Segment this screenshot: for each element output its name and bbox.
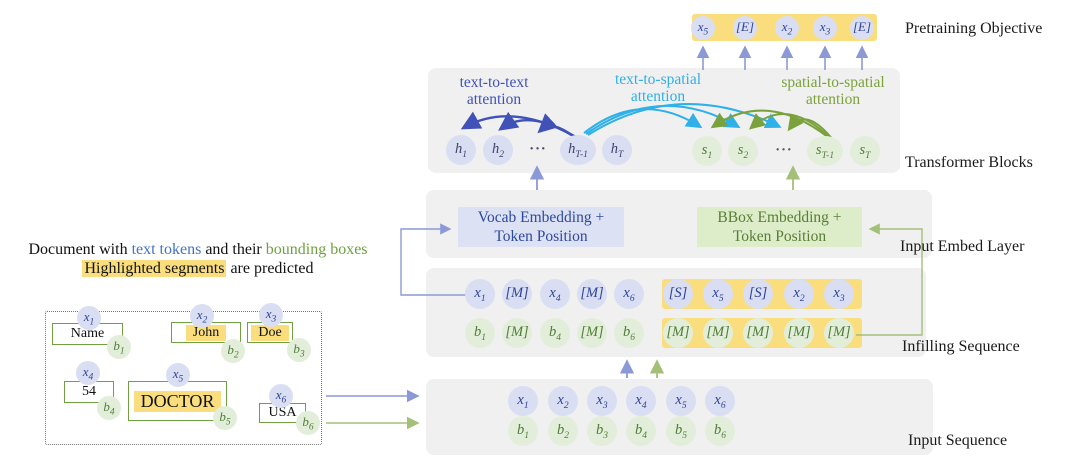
infilling-sequence-label: Infilling Sequence (902, 338, 1020, 355)
doc-field-john: John (171, 322, 241, 343)
spatial-state-token: sT (850, 136, 880, 166)
b-badge: b5 (213, 406, 237, 430)
spatial-state-token: s2 (728, 136, 758, 166)
figure-caption: Document with text tokens and their boun… (8, 240, 388, 278)
infilling-text-token-highlighted: [S] (743, 279, 773, 309)
input-x-token: x3 (587, 386, 617, 416)
bounding-boxes-phrase: bounding boxes (265, 241, 368, 258)
hidden-state-token: h1 (446, 135, 476, 165)
input-x-token: x5 (666, 386, 696, 416)
spatial-state-token: s1 (692, 136, 722, 166)
infilling-text-token: x1 (465, 279, 495, 309)
infilling-text-token: x4 (540, 279, 570, 309)
b-badge: b1 (107, 335, 131, 359)
infilling-text-token-highlighted: x3 (824, 279, 854, 309)
ellipsis: ··· (775, 141, 793, 158)
pretraining-token: x2 (775, 16, 799, 40)
bbox-embedding-box: BBox Embedding +Token Position (697, 207, 862, 247)
infilling-text-token-highlighted: x2 (784, 279, 814, 309)
pretraining-token: x3 (813, 16, 837, 40)
infilling-bbox-token-highlighted: [M] (784, 318, 814, 348)
infilling-text-token: [M] (577, 279, 607, 309)
input-sequence-label: Input Sequence (908, 432, 1008, 449)
transformer-blocks-label: Transformer Blocks (905, 154, 1033, 171)
infilling-bbox-token: b1 (465, 318, 495, 348)
input-b-token: b5 (666, 416, 696, 446)
infilling-bbox-token-highlighted: [M] (824, 318, 854, 348)
caption-line-2: Highlighted segments are predicted (82, 260, 314, 277)
caption-line-1: Document with text tokens and their boun… (28, 241, 368, 258)
x-badge: x6 (269, 384, 293, 408)
infilling-bbox-token-highlighted: [M] (703, 318, 733, 348)
text-tokens-phrase: text tokens (131, 241, 202, 258)
document-to-input-arrows (326, 389, 420, 430)
x-badge: x3 (259, 303, 283, 327)
input-b-token: b6 (705, 416, 735, 446)
input-x-token: x1 (508, 386, 538, 416)
input-b-token: b3 (587, 416, 617, 446)
infilling-bbox-token-highlighted: [M] (743, 318, 773, 348)
b-badge: b6 (296, 411, 320, 435)
input-x-token: x2 (548, 386, 578, 416)
pretraining-output-arrows (696, 45, 869, 70)
pretraining-token: x5 (691, 16, 715, 40)
input-to-infilling-arrows (619, 359, 665, 378)
hidden-state-token: hT (602, 135, 632, 165)
x-badge: x4 (76, 361, 100, 385)
vocab-embedding-box: Vocab Embedding +Token Position (458, 207, 624, 247)
input-x-token: x4 (626, 386, 656, 416)
infilling-text-token: [M] (502, 279, 532, 309)
b-badge: b4 (97, 396, 121, 420)
spatial-state-token: sT-1 (807, 136, 843, 166)
infilling-bbox-token: [M] (577, 318, 607, 348)
infilling-bbox-token-highlighted: [M] (663, 318, 693, 348)
input-b-token: b4 (626, 416, 656, 446)
b-badge: b2 (221, 339, 245, 363)
ellipsis: ··· (529, 140, 547, 157)
infilling-bbox-token: b6 (614, 318, 644, 348)
hidden-state-token: hT-1 (560, 135, 596, 165)
x-badge: x1 (77, 306, 101, 330)
hidden-state-token: h2 (483, 135, 513, 165)
pretraining-objective-label: Pretraining Objective (905, 20, 1043, 37)
pretraining-token: [E] (850, 16, 874, 40)
x-badge: x5 (166, 363, 190, 387)
document-example-box (45, 311, 322, 445)
infilling-text-token: x6 (614, 279, 644, 309)
input-x-token: x6 (705, 386, 735, 416)
b-badge: b3 (287, 338, 311, 362)
infilling-text-token-highlighted: [S] (663, 279, 693, 309)
doc-field-doctor: DOCTOR (128, 381, 227, 421)
doc-field-doe: Doe (247, 322, 293, 343)
doc-field-name: Name (52, 323, 123, 345)
infilling-bbox-token: b4 (540, 318, 570, 348)
input-b-token: b1 (508, 416, 538, 446)
input-b-token: b2 (548, 416, 578, 446)
input-embed-layer-label: Input Embed Layer (900, 238, 1025, 255)
highlighted-segments-phrase: Highlighted segments (82, 260, 227, 277)
pretraining-token: [E] (733, 16, 757, 40)
infilling-bbox-token: [M] (502, 318, 532, 348)
infilling-text-token-highlighted: x5 (703, 279, 733, 309)
x-badge: x2 (190, 304, 214, 328)
